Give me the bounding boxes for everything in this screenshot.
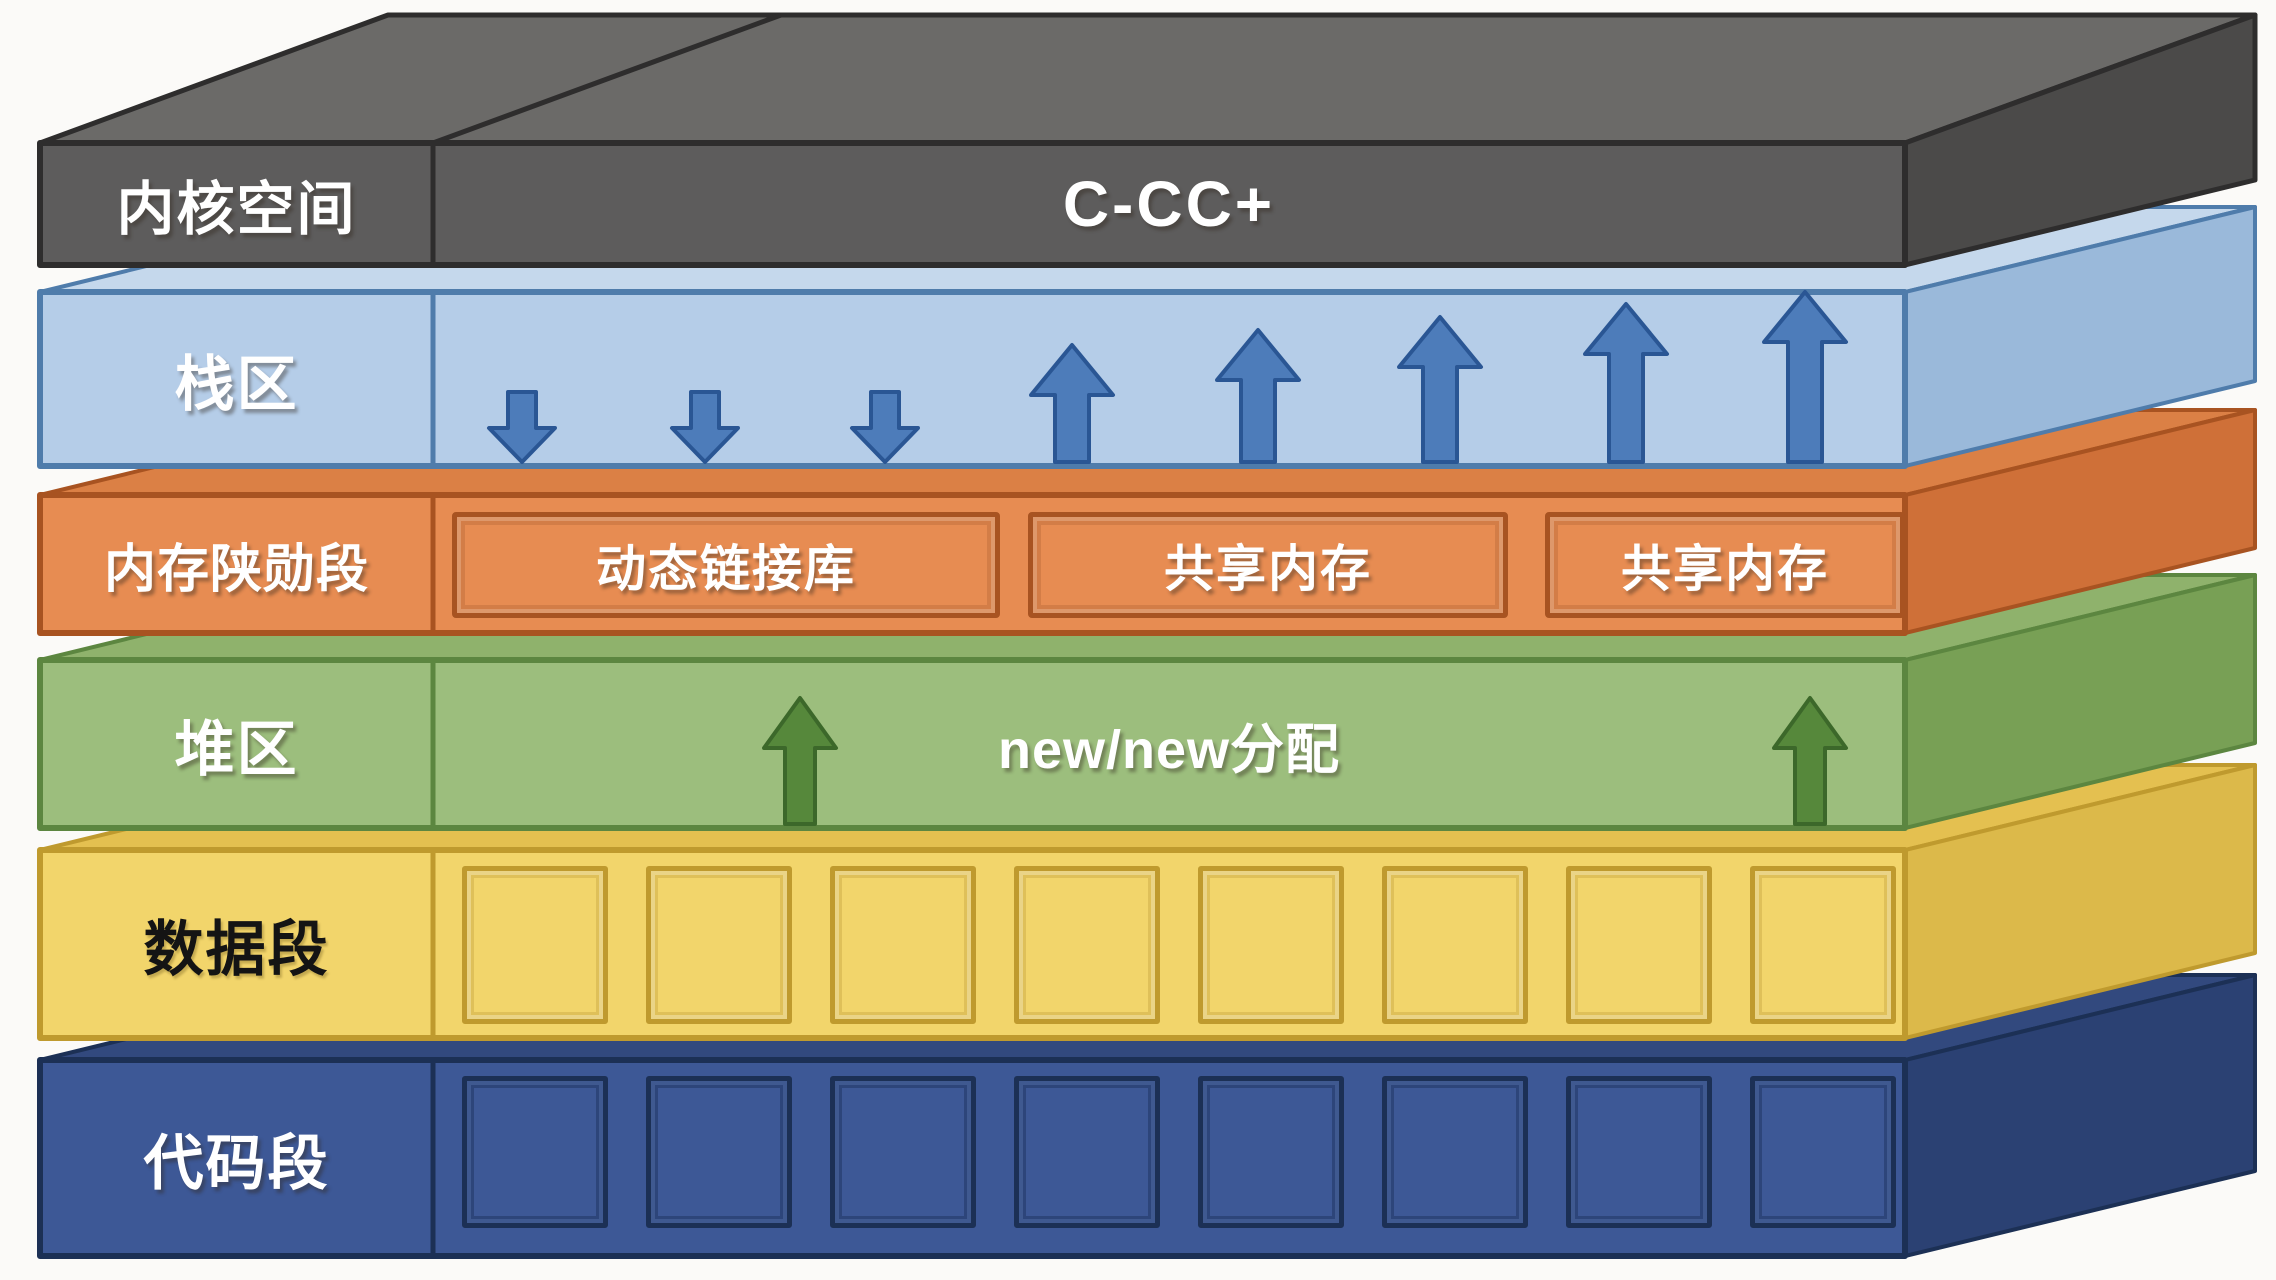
stack-area-label: 栈区 xyxy=(174,350,299,418)
data-segment-cell xyxy=(1198,866,1344,1024)
kernel-space-slab xyxy=(37,12,2258,268)
kernel-space-top-divider xyxy=(432,12,782,146)
heap-up-arrow-left-icon xyxy=(762,696,838,826)
code-segment-cell xyxy=(1014,1076,1160,1228)
stack-area-front-face xyxy=(37,289,1908,469)
dynamic-link-library-box: 动态链接库 xyxy=(452,512,1000,618)
code-segment-cell xyxy=(1566,1076,1712,1228)
stack-up-arrow-5-icon xyxy=(1762,290,1848,464)
data-segment-cell xyxy=(830,866,976,1024)
code-segment-cell xyxy=(462,1076,608,1228)
kernel-space-top-face xyxy=(37,12,2258,146)
kernel-space-label: 内核空间 xyxy=(116,177,357,242)
data-segment-cell xyxy=(646,866,792,1024)
stack-up-arrow-2-icon xyxy=(1215,328,1301,464)
heap-area-front-face xyxy=(37,657,1908,831)
code-segment-cell xyxy=(1198,1076,1344,1228)
stack-up-arrow-4-icon xyxy=(1583,302,1669,464)
stack-down-arrow-2-icon xyxy=(670,390,740,464)
stack-up-arrow-1-icon xyxy=(1029,343,1115,464)
data-segment-cell xyxy=(462,866,608,1024)
shared-memory-box-1: 共享内存 xyxy=(1028,512,1508,618)
stack-down-arrow-3-icon xyxy=(850,390,920,464)
code-segment-cell xyxy=(1750,1076,1896,1228)
kernel-space-front-face xyxy=(37,140,1908,268)
stack-up-arrow-3-icon xyxy=(1397,315,1483,464)
shared-memory-label-2: 共享内存 xyxy=(1621,541,1829,597)
heap-up-arrow-right-icon xyxy=(1772,696,1848,826)
code-segment-label: 代码段 xyxy=(143,1129,330,1197)
data-segment-cell xyxy=(1014,866,1160,1024)
dynamic-link-library-label: 动态链接库 xyxy=(596,541,856,597)
shared-memory-label-1: 共享内存 xyxy=(1164,541,1372,597)
stack-down-arrow-1-icon xyxy=(487,390,557,464)
heap-area-label: 堆区 xyxy=(174,715,299,783)
memory-mapping-label: 内存陕勋段 xyxy=(103,540,369,599)
kernel-space-content-label: C-CC+ xyxy=(1062,168,1276,240)
data-segment-cell xyxy=(1382,866,1528,1024)
code-segment-cell xyxy=(646,1076,792,1228)
heap-content-label: new/new分配 xyxy=(997,719,1341,780)
code-segment-cell xyxy=(830,1076,976,1228)
data-segment-cell xyxy=(1750,866,1896,1024)
shared-memory-box-2: 共享内存 xyxy=(1545,512,1905,618)
data-segment-label: 数据段 xyxy=(143,915,330,983)
data-segment-cell xyxy=(1566,866,1712,1024)
code-segment-cell xyxy=(1382,1076,1528,1228)
